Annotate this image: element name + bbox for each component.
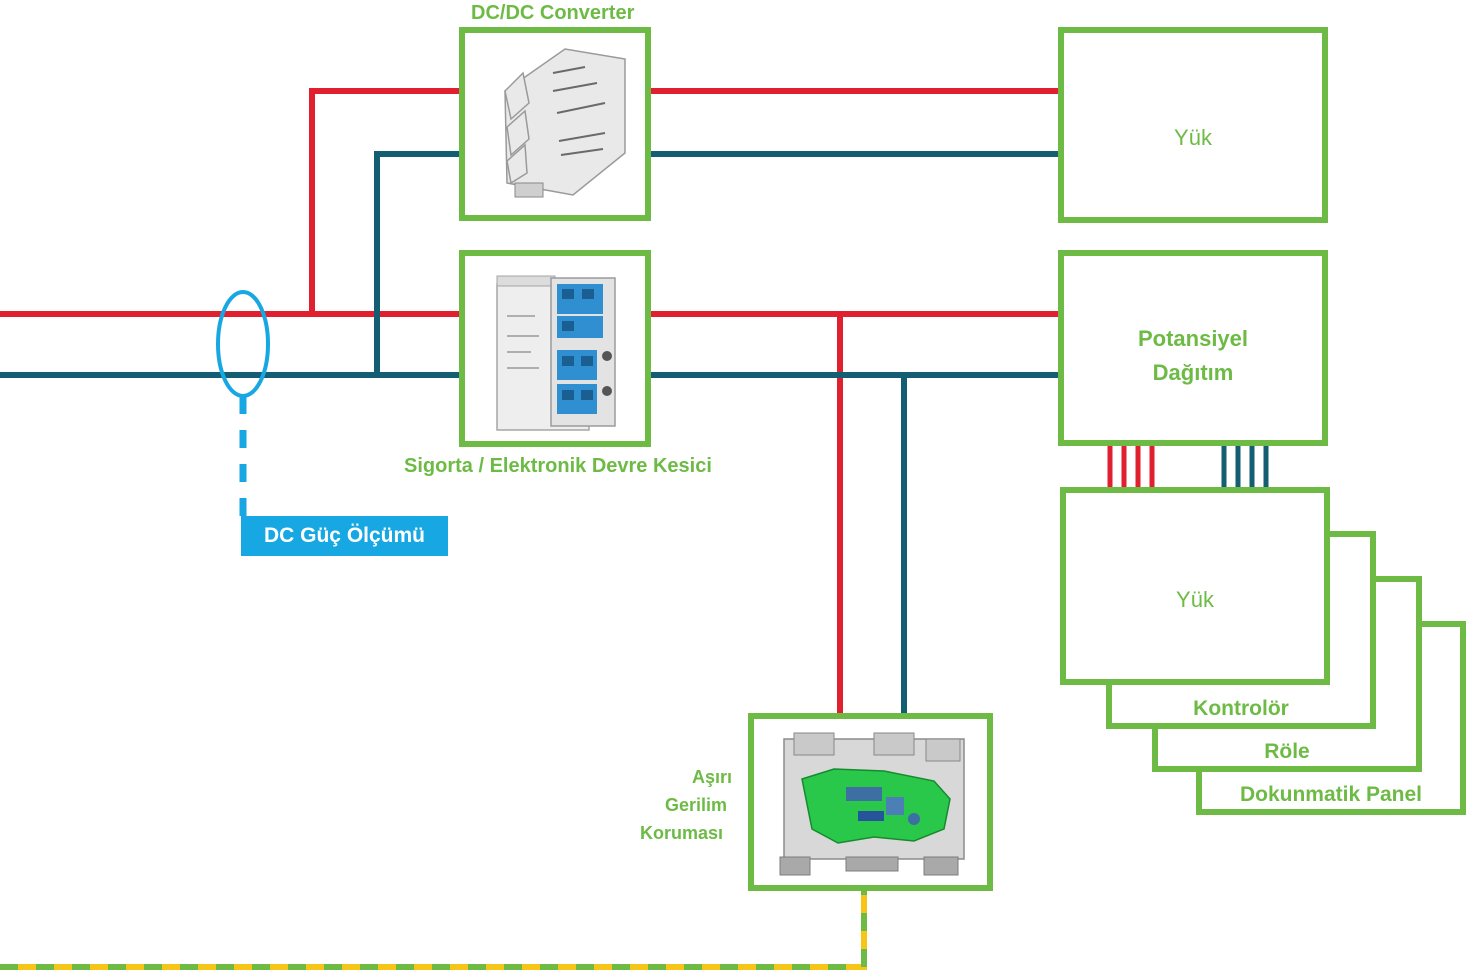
circuit-breaker-box — [459, 250, 651, 447]
dcdc-converter-label: DC/DC Converter — [471, 2, 634, 25]
dc-dc-converter-module-icon — [465, 33, 645, 215]
load-box-top: Yük — [1058, 27, 1328, 223]
touch-panel-label: Dokunmatik Panel — [1202, 783, 1460, 807]
surge-protection-terminal-icon — [754, 719, 987, 885]
dcdc-converter-box — [459, 27, 651, 221]
potential-distribution-line2: Dağıtım — [1064, 356, 1322, 390]
dc-power-measurement-badge: DC Güç Ölçümü — [241, 516, 448, 556]
relay-label: Röle — [1158, 740, 1416, 764]
load-label-top: Yük — [1064, 121, 1322, 155]
load-label-stack: Yük — [1066, 583, 1324, 617]
surge-label-line1: Aşırı — [692, 767, 732, 788]
distribution-bundle-positive — [1110, 446, 1152, 490]
circuit-breaker-label: Sigorta / Elektronik Devre Kesici — [404, 455, 712, 478]
load-card-front: Yük — [1060, 487, 1330, 685]
potential-distribution-line1: Potansiyel — [1064, 322, 1322, 356]
potential-distribution-box: Potansiyel Dağıtım — [1058, 250, 1328, 446]
electronic-circuit-breaker-icon — [465, 256, 645, 441]
surge-label-line2: Gerilim — [665, 795, 727, 816]
current-sensor-loop-icon — [218, 292, 268, 516]
surge-label-line3: Koruması — [640, 823, 723, 844]
surge-protection-box — [748, 713, 993, 891]
distribution-bundle-negative — [1224, 446, 1266, 490]
controller-label: Kontrolör — [1112, 697, 1370, 721]
ground-wire — [0, 888, 864, 967]
